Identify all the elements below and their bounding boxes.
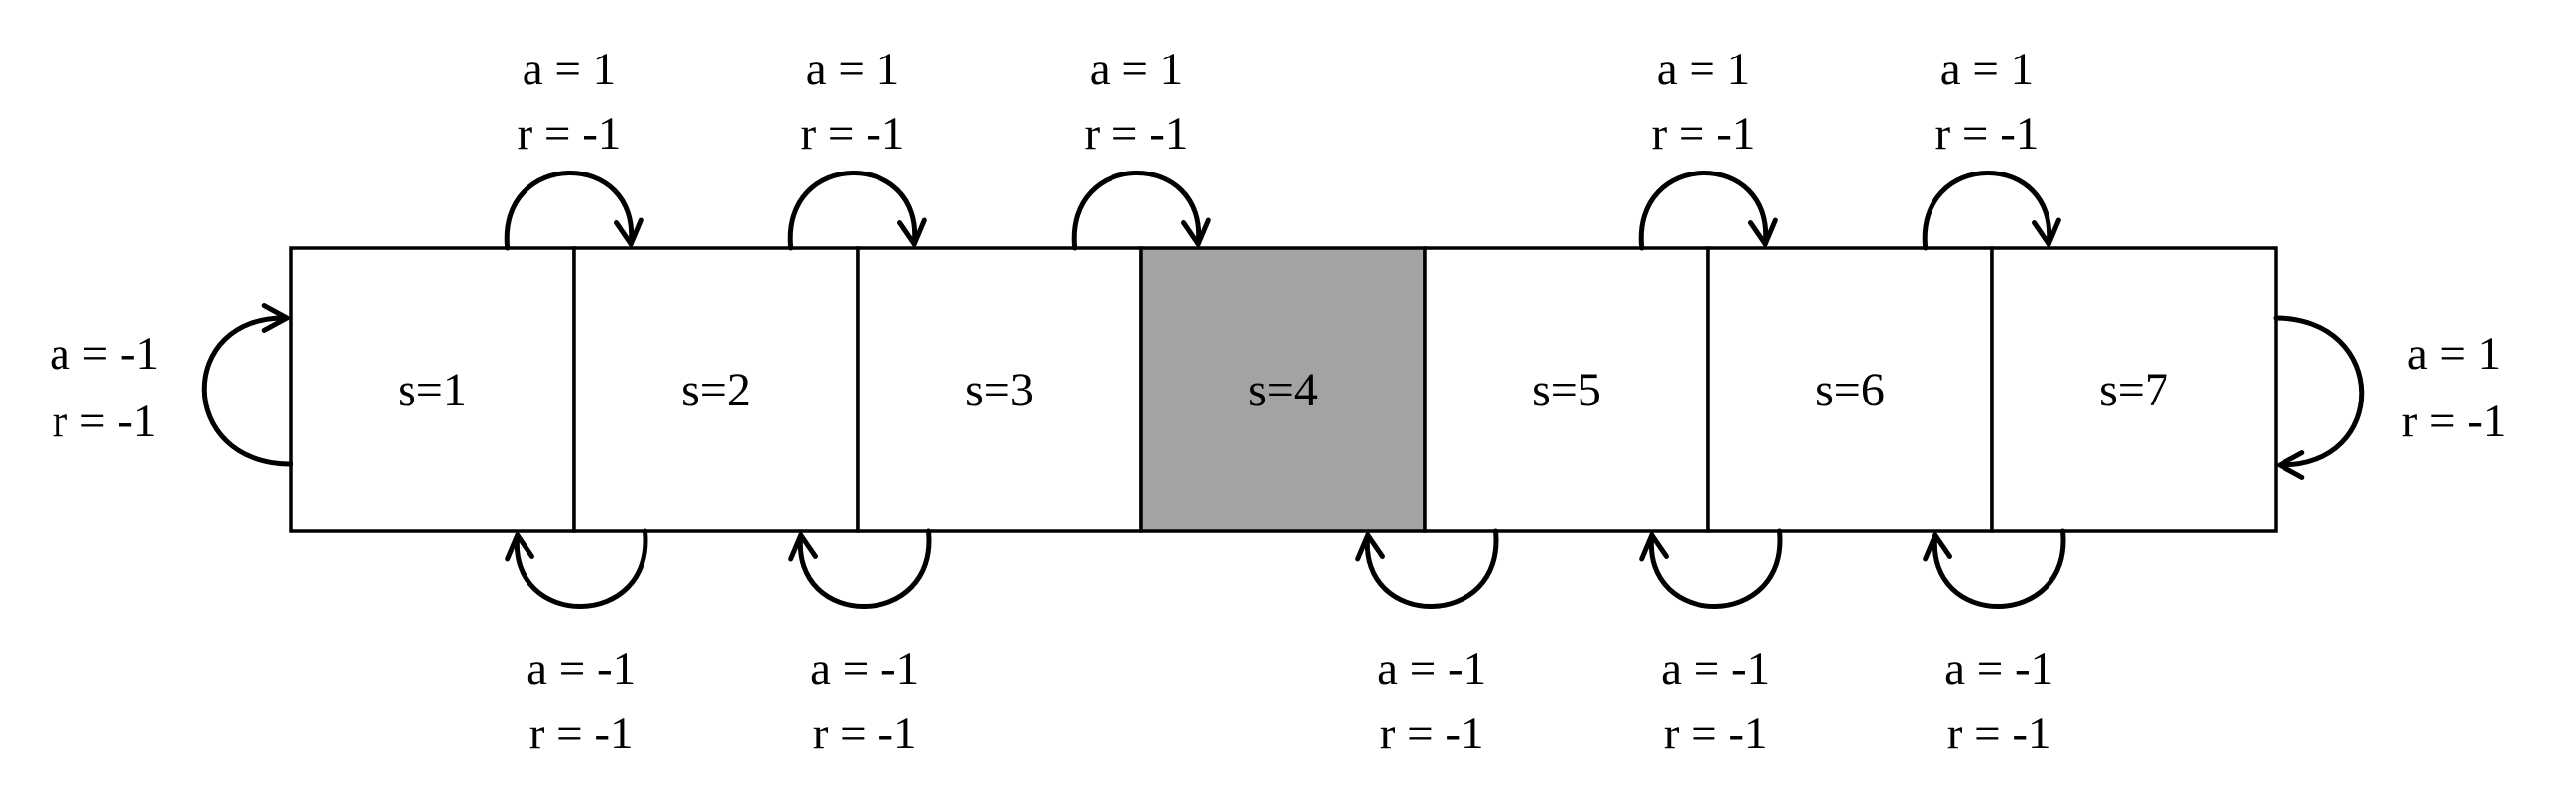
transition-arc-top-5 (1922, 171, 2052, 251)
transition-arrowhead-bottom-4 (1639, 532, 1669, 562)
transition-arc-top-3 (1071, 171, 1202, 251)
transition-label-top-2-action: a = 1 (806, 44, 899, 95)
transition-arc-top-4 (1638, 171, 1769, 251)
self-loop-s-1-label-reward: r = -1 (53, 396, 157, 447)
transition-label-top-5-reward: r = -1 (1935, 108, 2040, 160)
states-layer: s=1 s=2 s=3 s=4 s=5 s=6 s=7 (289, 246, 2278, 533)
transition-arc-bottom-4 (1648, 528, 1783, 609)
transition-label-bottom-1-action: a = -1 (527, 643, 636, 695)
transition-label-bottom-1-reward: r = -1 (529, 708, 634, 759)
edge-labels-layer: a = 1 r = -1 a = 1 r = -1 a = 1 r = -1 a = 1 r … (50, 44, 2506, 759)
transition-arrowhead-top-1 (614, 217, 644, 247)
transition-arc-bottom-3 (1364, 528, 1499, 609)
transition-label-bottom-3-reward: r = -1 (1380, 708, 1484, 759)
transition-arrowhead-top-3 (1181, 217, 1211, 247)
state-box-s-6 (1706, 246, 1994, 533)
transition-label-top-3-action: a = 1 (1090, 44, 1183, 95)
transition-arrowhead-bottom-3 (1355, 532, 1385, 562)
transition-arrowhead-bottom-1 (505, 532, 534, 562)
transition-label-top-4-action: a = 1 (1657, 44, 1750, 95)
transitions-layer (201, 171, 2365, 609)
transition-label-top-2-reward: r = -1 (801, 108, 905, 160)
transition-label-top-1-reward: r = -1 (518, 108, 622, 160)
state-label-s-7: s=7 (2099, 364, 2168, 416)
transition-arrowhead-bottom-2 (788, 532, 818, 562)
state-box-s-7 (1990, 246, 2278, 533)
transition-label-bottom-2-action: a = -1 (810, 643, 919, 695)
self-loop-s-7-label-action: a = 1 (2407, 328, 2501, 380)
transition-arc-bottom-2 (797, 528, 932, 609)
transition-arrowhead-top-4 (1748, 217, 1778, 247)
state-box-s-2 (572, 246, 860, 533)
state-label-s-1: s=1 (398, 364, 467, 416)
transition-arc-bottom-1 (514, 528, 648, 609)
transition-label-bottom-2-reward: r = -1 (813, 708, 917, 759)
state-label-s-2: s=2 (681, 364, 751, 416)
transition-arc-top-1 (504, 171, 635, 251)
self-loop-s-7-arc (2273, 315, 2365, 468)
self-loop-s-1-label-action: a = -1 (50, 328, 159, 380)
state-label-s-6: s=6 (1815, 364, 1885, 416)
transition-label-bottom-4-action: a = -1 (1661, 643, 1770, 695)
state-box-s-5 (1423, 246, 1710, 533)
self-loop-s-1-arc (201, 315, 293, 467)
transition-label-top-1-action: a = 1 (523, 44, 616, 95)
state-label-s-5: s=5 (1532, 364, 1601, 416)
transition-label-bottom-3-action: a = -1 (1377, 643, 1486, 695)
transition-arrowhead-top-5 (2032, 217, 2061, 247)
transition-label-bottom-5-action: a = -1 (1944, 643, 2053, 695)
state-box-s-3 (856, 246, 1143, 533)
self-loop-s-1-arrowhead (261, 303, 290, 333)
transition-label-top-3-reward: r = -1 (1085, 108, 1189, 160)
state-label-s-3: s=3 (965, 364, 1034, 416)
transition-label-bottom-5-reward: r = -1 (1947, 708, 2051, 759)
transition-arrowhead-top-2 (897, 217, 927, 247)
transition-arc-bottom-5 (1932, 528, 2066, 609)
transition-label-top-5-action: a = 1 (1940, 44, 2034, 95)
transition-label-top-4-reward: r = -1 (1652, 108, 1756, 160)
transition-arrowhead-bottom-5 (1923, 532, 1952, 562)
self-loop-s-7-label-reward: r = -1 (2402, 396, 2507, 447)
state-label-s-4: s=4 (1248, 364, 1318, 416)
state-box-s-1 (289, 246, 576, 533)
transition-arc-top-2 (787, 171, 918, 251)
state-box-s-4 (1139, 246, 1427, 533)
transition-label-bottom-4-reward: r = -1 (1664, 708, 1768, 759)
self-loop-s-7-arrowhead (2277, 450, 2305, 480)
